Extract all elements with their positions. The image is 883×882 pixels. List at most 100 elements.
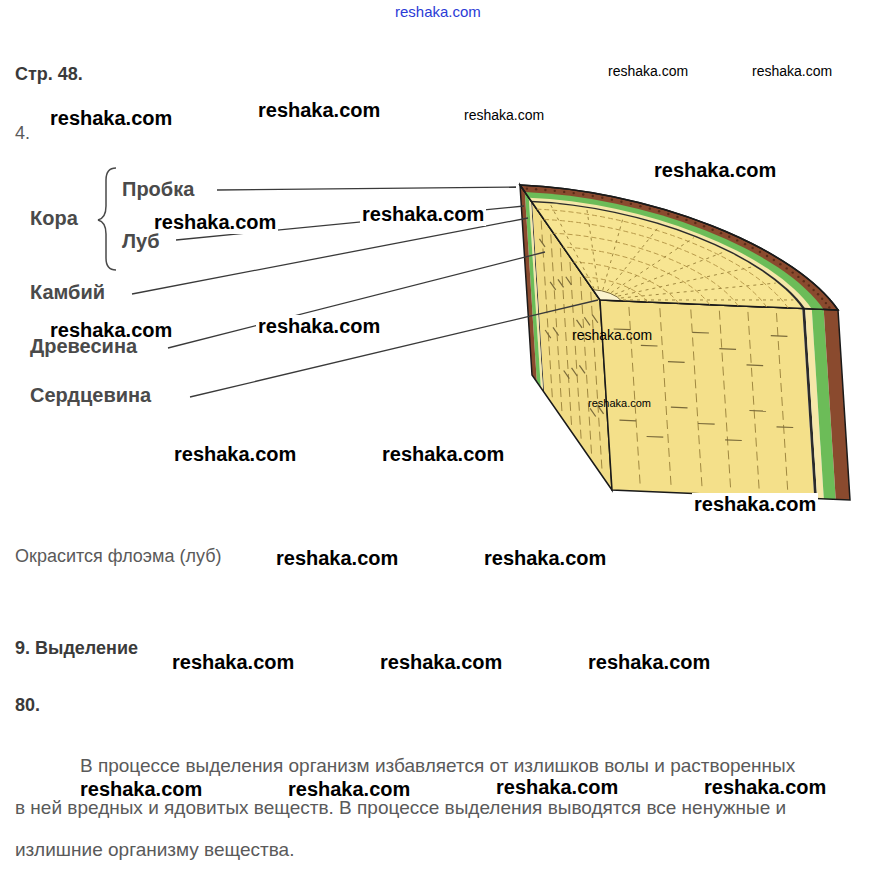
cork-dot (744, 243, 746, 245)
wood-grain (570, 262, 581, 441)
heading: Стр. 48. (15, 64, 83, 85)
watermark: reshaka.com (652, 159, 778, 182)
cork-dot (703, 225, 705, 227)
heading: 80. (15, 695, 40, 716)
cork-dot (582, 193, 584, 195)
cork-dot (821, 298, 823, 300)
cork-dot (572, 192, 574, 194)
heading: 9. Выделение (15, 638, 138, 659)
watermark: reshaka.com (288, 778, 410, 801)
cork-dot (825, 302, 827, 304)
cork-dot (630, 203, 632, 205)
medullary-ray (692, 332, 709, 334)
trunk-top-face (520, 185, 838, 310)
wood-ray (593, 260, 778, 303)
cork-dot (592, 195, 594, 197)
part-label: Древесина (30, 335, 137, 358)
wood-grain (691, 310, 702, 489)
medullary-ray (668, 361, 685, 363)
wood-grain (748, 312, 759, 491)
wood-ray (549, 213, 677, 293)
cork-dot (658, 210, 660, 212)
watermark: reshaka.com (588, 651, 710, 674)
cork-dot (720, 232, 722, 234)
medullary-ray (719, 348, 736, 350)
medullary-ray (577, 320, 583, 328)
answer-text: 4. (15, 123, 30, 144)
medullary-ray (592, 315, 598, 323)
cork-dot (766, 255, 768, 257)
cork-dot (759, 251, 761, 253)
watermark: reshaka.com (380, 651, 502, 674)
medullary-ray (619, 420, 636, 422)
wood-grain (776, 313, 787, 492)
part-label: Кора (30, 207, 78, 230)
wood-grain (719, 311, 730, 490)
medullary-ray (572, 368, 578, 376)
wood-ray (618, 293, 799, 308)
growth-ring (544, 220, 767, 308)
cork-dot (620, 200, 622, 202)
cork-dot (728, 236, 730, 238)
watermark: reshaka.com (380, 443, 506, 466)
watermark: reshaka.com (704, 776, 826, 799)
watermark: reshaka.com (256, 99, 382, 122)
answer-text: Окрасится флоэма (луб) (15, 546, 221, 567)
cork-dot (685, 219, 687, 221)
watermark: reshaka.com (588, 397, 651, 410)
cork-dot (649, 207, 651, 209)
wood-ray (541, 207, 644, 291)
wood-grain (591, 292, 602, 471)
watermark: reshaka.com (692, 493, 818, 516)
cork-dot (736, 239, 738, 241)
cork-dot (563, 191, 565, 193)
cork-dot (611, 198, 613, 200)
cork-dot (544, 189, 546, 191)
wood-grain (660, 308, 671, 487)
watermark: reshaka.com (395, 3, 481, 20)
watermark: reshaka.com (80, 778, 202, 801)
cork-dot (554, 190, 556, 192)
watermark: reshaka.com (752, 63, 832, 79)
watermark: reshaka.com (172, 443, 298, 466)
paragraph: В процессе выделения организм избавляетс… (15, 745, 805, 871)
watermark: reshaka.com (360, 203, 486, 226)
cork-dot (639, 205, 641, 207)
medullary-ray (671, 407, 688, 409)
medullary-ray (558, 279, 564, 287)
watermark: reshaka.com (496, 776, 618, 799)
cork-dot (667, 213, 669, 215)
cork-dot (535, 188, 537, 190)
part-label: Пробка (122, 178, 194, 201)
medullary-ray (553, 327, 559, 335)
watermark: reshaka.com (572, 327, 652, 343)
wood-grain (541, 221, 552, 400)
medullary-ray (698, 423, 715, 425)
cork-dot (601, 197, 603, 199)
watermark: reshaka.com (256, 315, 382, 338)
part-label: Луб (122, 230, 160, 253)
cork-dot (526, 187, 528, 189)
cork-texture (526, 187, 831, 308)
part-label: Камбий (30, 281, 105, 304)
medullary-ray (641, 345, 658, 347)
growth-ring (537, 209, 788, 308)
wood-ray (606, 276, 791, 305)
medullary-ray (579, 365, 585, 373)
cork-dot (791, 271, 793, 273)
medullary-ray (539, 239, 545, 247)
cork-dot (773, 259, 775, 261)
cork-dot (676, 216, 678, 218)
watermark: reshaka.com (276, 547, 398, 570)
cork-dot (694, 222, 696, 224)
medullary-ray (747, 364, 764, 366)
cork-dot (711, 228, 713, 230)
part-label: Сердцевина (30, 384, 151, 407)
watermark: reshaka.com (48, 107, 174, 130)
wood-grain (551, 234, 562, 413)
watermark: reshaka.com (484, 547, 606, 570)
watermark: reshaka.com (608, 63, 688, 79)
cork-dot (779, 263, 781, 265)
medullary-ray (647, 436, 664, 438)
